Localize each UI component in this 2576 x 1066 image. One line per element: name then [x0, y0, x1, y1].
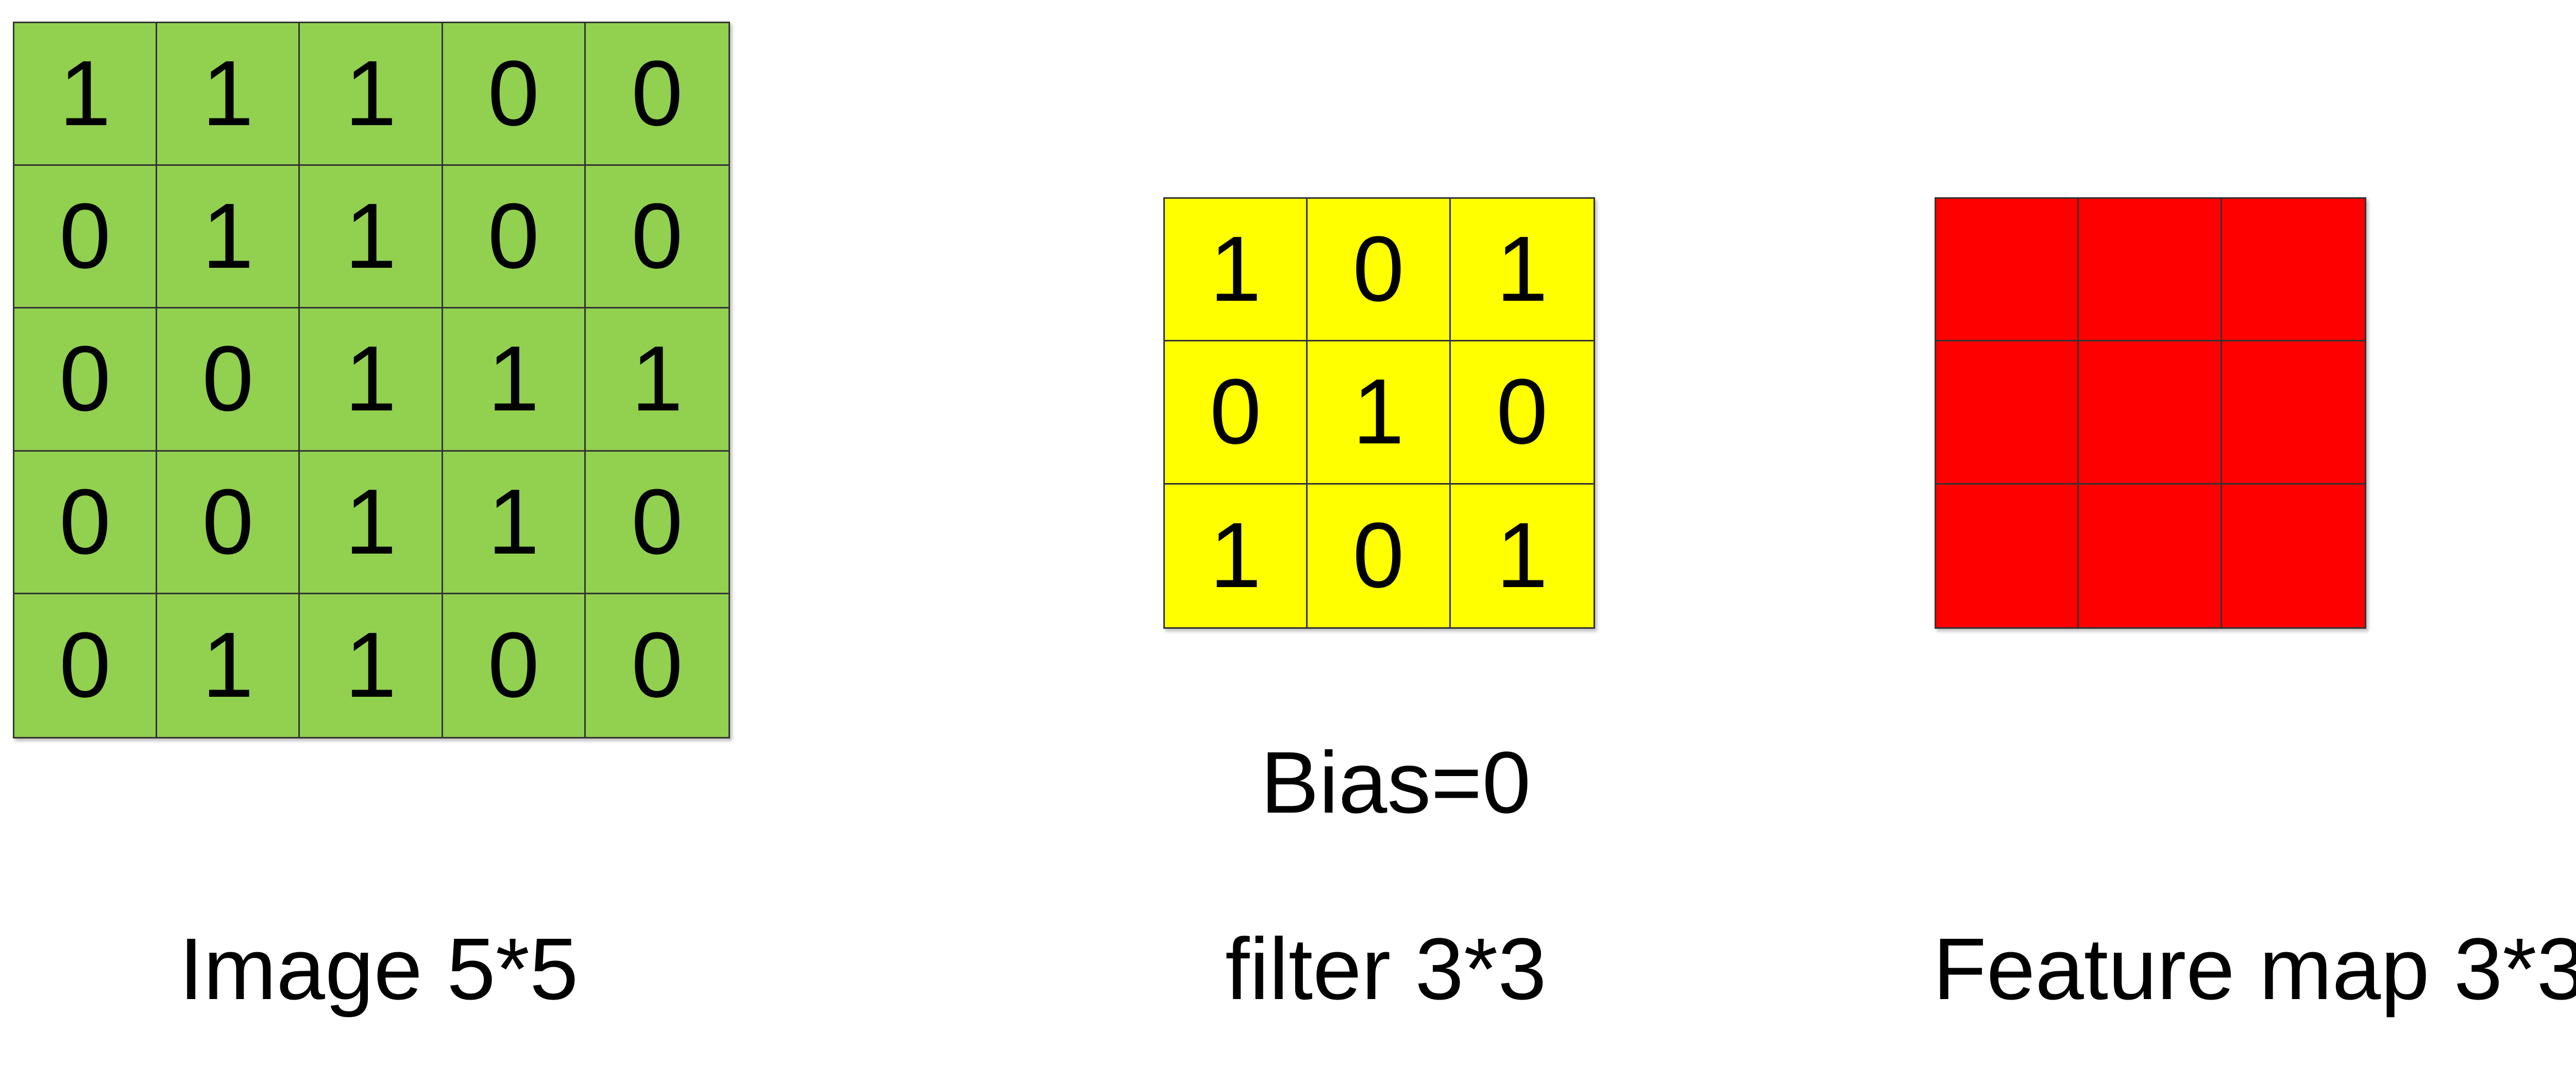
feature-map-cell: [1936, 484, 2079, 627]
image-cell: 0: [157, 308, 300, 452]
image-cell: 1: [300, 451, 443, 594]
feature-map-cell: [2079, 484, 2222, 627]
image-cell: 1: [300, 594, 443, 737]
image-cell: 1: [157, 166, 300, 309]
bias-label: Bias=0: [1260, 734, 1531, 832]
image-cell: 0: [14, 308, 158, 452]
feature-map-cell: [1936, 341, 2079, 485]
filter-cell: 1: [1308, 341, 1451, 485]
image-cell: 0: [157, 451, 300, 594]
feature-map-cell: [2222, 485, 2365, 627]
image-cell: 1: [443, 308, 586, 452]
feature-map-cell: [2222, 341, 2365, 485]
image-cell: 0: [585, 452, 728, 594]
filter-cell: 0: [1308, 199, 1451, 342]
image-cell: 1: [300, 166, 443, 309]
image-cell: 1: [300, 308, 443, 452]
feature-map-label: Feature map 3*3: [1933, 920, 2576, 1018]
filter-cell: 1: [1496, 504, 1548, 608]
image-cell: 0: [585, 23, 728, 166]
image-cell: 0: [14, 166, 158, 309]
feature-map-cell: [2079, 199, 2222, 342]
image-cell: 1: [157, 23, 300, 166]
image-cell: 1: [300, 23, 443, 166]
filter-cell: 1: [1165, 199, 1308, 342]
feature-map-cell: [2222, 199, 2365, 342]
image-cell: 0: [443, 23, 586, 166]
filter-label: filter 3*3: [1225, 920, 1547, 1018]
image-cell: 1: [443, 451, 586, 594]
feature-map-cell: [1936, 199, 2079, 342]
image-cell: 1: [585, 308, 728, 452]
image-cell: 1: [157, 594, 300, 737]
image-cell: 0: [585, 166, 728, 309]
filter-cell: 1: [1165, 484, 1308, 627]
image-cell: 0: [631, 613, 683, 717]
image-cell: 0: [14, 594, 158, 737]
filter-cell: 0: [1450, 341, 1594, 485]
image-cell: 1: [14, 23, 158, 166]
image-label: Image 5*5: [179, 920, 579, 1018]
feature-map-cell: [2079, 341, 2222, 485]
filter-cell: 0: [1165, 341, 1308, 485]
filter-cell: 0: [1308, 484, 1451, 627]
filter-cell: 1: [1450, 199, 1594, 342]
image-cell: 0: [443, 166, 586, 309]
image-cell: 0: [14, 451, 158, 594]
feature-map-matrix: [1935, 197, 2366, 629]
image-cell: 0: [443, 594, 586, 737]
